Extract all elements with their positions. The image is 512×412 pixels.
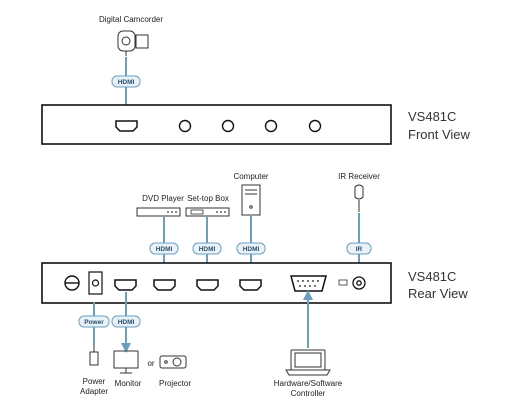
front-button-4 bbox=[308, 119, 322, 133]
hdmi-input-port-2 bbox=[196, 279, 219, 291]
output-hdmi-tag: HDMI bbox=[111, 315, 141, 328]
svg-text:HDMI: HDMI bbox=[118, 79, 135, 86]
svg-text:HDMI: HDMI bbox=[243, 246, 260, 253]
hdmi-output-port bbox=[114, 279, 137, 291]
front-button-2 bbox=[221, 119, 235, 133]
front-hdmi-port bbox=[115, 120, 138, 132]
rear-device-model: VS481C bbox=[408, 269, 456, 284]
power-jack bbox=[88, 271, 103, 295]
power-adapter-label-line-2: Adapter bbox=[80, 387, 108, 396]
set-top-box-icon bbox=[185, 207, 230, 217]
rs232-port bbox=[290, 275, 327, 292]
controller-label-line-1: Hardware/Software bbox=[274, 379, 343, 388]
front-hdmi-tag: HDMI bbox=[111, 75, 141, 88]
monitor-label: Monitor bbox=[115, 379, 142, 388]
svg-text:HDMI: HDMI bbox=[118, 319, 135, 326]
ir-port bbox=[352, 276, 366, 290]
digital-camcorder-label: Digital Camcorder bbox=[99, 15, 163, 24]
ir-tag: IR bbox=[346, 242, 372, 255]
power-switch-icon bbox=[64, 275, 80, 291]
front-panel bbox=[41, 104, 392, 145]
computer-tower-icon bbox=[241, 184, 261, 216]
set-top-box-label: Set-top Box bbox=[187, 194, 229, 203]
settop-hdmi-tag: HDMI bbox=[192, 242, 222, 255]
computer-hdmi-tag: HDMI bbox=[236, 242, 266, 255]
rear-panel bbox=[41, 262, 392, 304]
hdmi-input-port-3 bbox=[239, 279, 262, 291]
ir-receiver-icon bbox=[354, 184, 364, 212]
projector-icon bbox=[159, 355, 187, 369]
front-button-1 bbox=[178, 119, 192, 133]
dvd-player-label: DVD Player bbox=[142, 194, 184, 203]
ir-receiver-label: IR Receiver bbox=[338, 172, 380, 181]
hdmi-input-port-1 bbox=[153, 279, 176, 291]
svg-text:Power: Power bbox=[84, 319, 104, 326]
camcorder-icon bbox=[117, 30, 149, 56]
power-adapter-label-line-1: Power bbox=[83, 377, 106, 386]
or-label: or bbox=[147, 359, 154, 368]
svg-text:IR: IR bbox=[356, 246, 363, 253]
front-view-caption: Front View bbox=[408, 127, 471, 142]
computer-label: Computer bbox=[233, 172, 268, 181]
power-adapter-icon bbox=[89, 345, 99, 366]
dvd-player-icon bbox=[136, 207, 181, 217]
dvd-hdmi-tag: HDMI bbox=[149, 242, 179, 255]
front-button-3 bbox=[264, 119, 278, 133]
front-device-model: VS481C bbox=[408, 109, 456, 124]
power-tag: Power bbox=[78, 315, 110, 328]
controller-label-line-2: Controller bbox=[291, 389, 326, 398]
rear-view-caption: Rear View bbox=[408, 286, 468, 301]
svg-text:HDMI: HDMI bbox=[199, 246, 216, 253]
laptop-controller-icon bbox=[285, 349, 331, 376]
monitor-icon bbox=[113, 350, 139, 374]
svg-text:HDMI: HDMI bbox=[156, 246, 173, 253]
ir-indicator-icon bbox=[338, 279, 348, 286]
projector-label: Projector bbox=[159, 379, 191, 388]
